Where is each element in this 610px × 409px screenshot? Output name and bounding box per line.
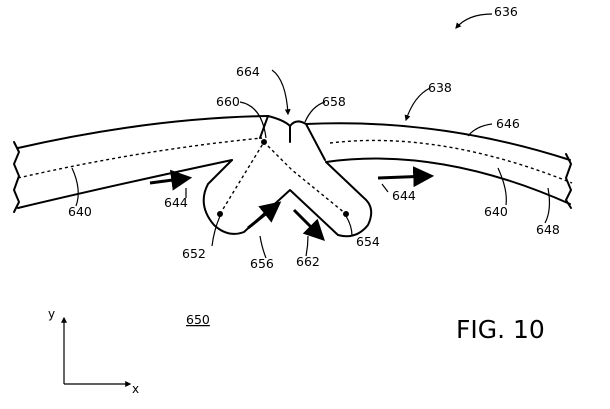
label-658: 658 [322,94,346,109]
label-640-right: 640 [484,204,508,219]
label-664: 664 [236,64,260,79]
label-644-right: 644 [392,188,416,203]
label-648: 648 [536,222,560,237]
label-656: 656 [250,256,274,271]
left-break-edge [13,141,20,213]
label-638: 638 [428,80,452,95]
figure-caption: FIG. 10 [456,315,545,344]
coordinate-axes [61,316,132,387]
label-654: 654 [356,234,380,249]
label-652: 652 [182,246,206,261]
label-640-left: 640 [68,204,92,219]
label-636: 636 [494,4,518,19]
right-strip-arm [305,122,573,205]
label-650: 650 [186,312,210,327]
flow-arrows [149,166,435,241]
label-662: 662 [296,254,320,269]
label-646: 646 [496,116,520,131]
v-junction [202,115,373,238]
leader-lines [71,13,551,259]
axis-label-x: x [132,382,139,396]
right-break-edge [565,153,572,209]
junction-point-660 [261,139,267,145]
end-point-652 [217,211,223,217]
label-644-left: 644 [164,195,188,210]
end-point-654 [343,211,349,217]
axis-label-y: y [48,307,55,321]
label-660: 660 [216,94,240,109]
left-strip-arm [17,115,269,209]
